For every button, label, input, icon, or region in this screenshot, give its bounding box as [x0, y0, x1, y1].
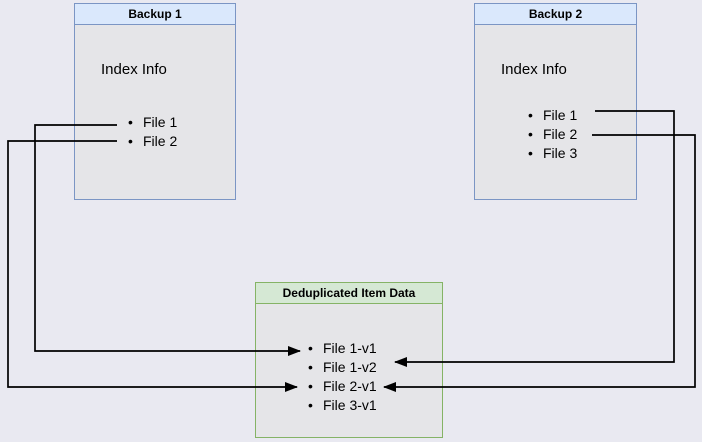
backup1-title: Backup 1 [75, 4, 235, 25]
backup2-box: Backup 2 Index Info File 1 File 2 File 3 [474, 3, 637, 200]
file-item: File 3 [528, 144, 577, 163]
dedup-title: Deduplicated Item Data [256, 283, 442, 304]
file-item: File 1-v2 [308, 358, 377, 377]
deduplicated-item-data-box: Deduplicated Item Data File 1-v1 File 1-… [255, 282, 443, 438]
file-item: File 2 [128, 132, 177, 151]
backup2-index-info-label: Index Info [501, 61, 567, 78]
backup1-index-info-label: Index Info [101, 61, 167, 78]
dedup-file-list: File 1-v1 File 1-v2 File 2-v1 File 3-v1 [308, 339, 377, 415]
file-item: File 3-v1 [308, 396, 377, 415]
backup2-title: Backup 2 [475, 4, 636, 25]
file-item: File 1 [528, 106, 577, 125]
backup2-file-list: File 1 File 2 File 3 [528, 106, 577, 163]
file-item: File 2 [528, 125, 577, 144]
backup1-file-list: File 1 File 2 [128, 113, 177, 151]
backup1-box: Backup 1 Index Info File 1 File 2 [74, 3, 236, 200]
file-item: File 1 [128, 113, 177, 132]
file-item: File 1-v1 [308, 339, 377, 358]
file-item: File 2-v1 [308, 377, 377, 396]
